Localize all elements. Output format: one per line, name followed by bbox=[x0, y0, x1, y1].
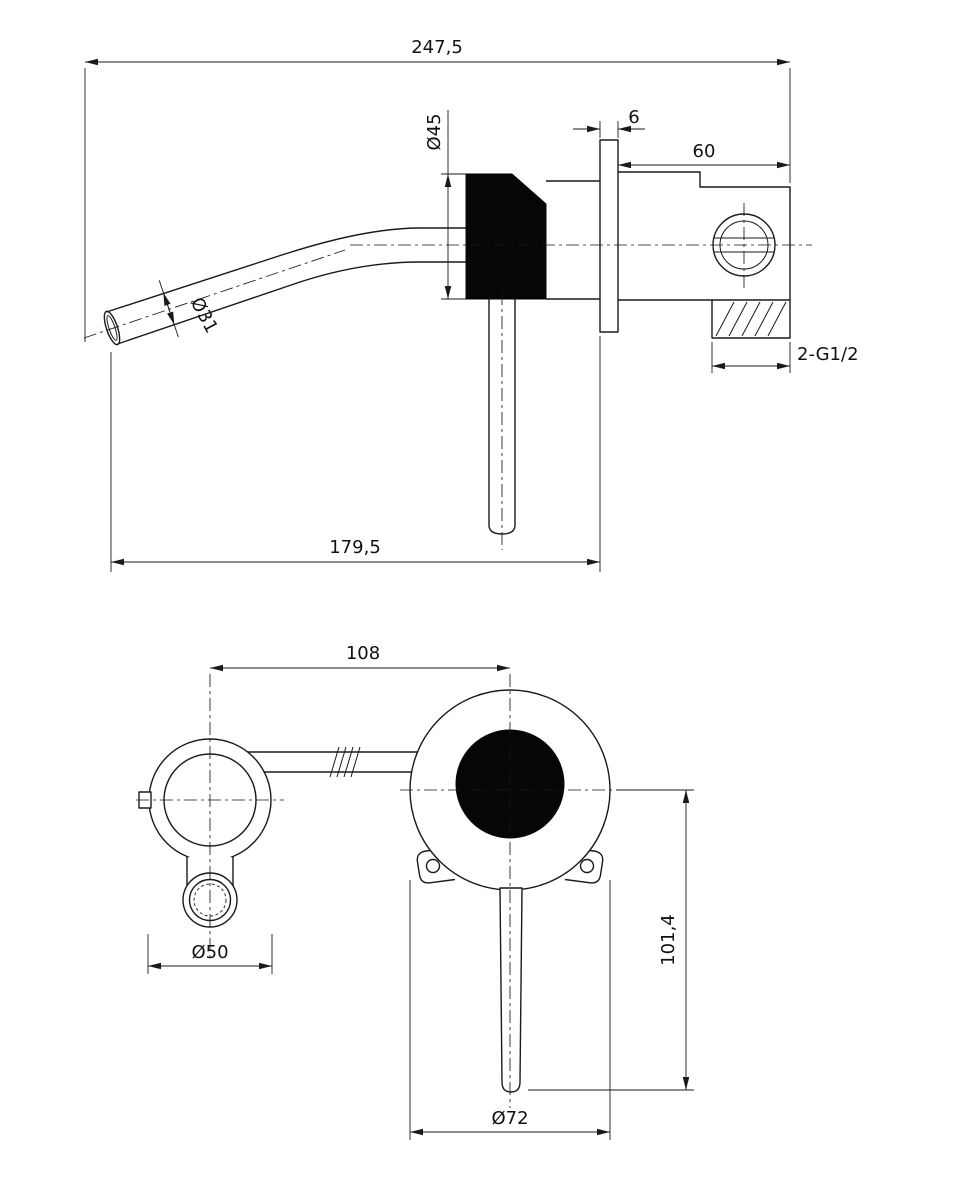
pipe-thread-marks bbox=[329, 746, 361, 778]
dim-overall-depth: 247,5 bbox=[84, 37, 791, 342]
dim-overall-depth-label: 247,5 bbox=[411, 37, 463, 58]
front-view: 108 Ø50 101,4 Ø72 bbox=[136, 643, 694, 1140]
dim-inlet-thread: 2-G1/2 bbox=[711, 342, 859, 373]
dim-mixer-escutcheon: Ø72 bbox=[409, 880, 611, 1140]
spout-flange bbox=[465, 173, 547, 300]
dim-valve-depth-label: 60 bbox=[693, 141, 716, 162]
mounting-bracket-right bbox=[564, 847, 604, 884]
mounting-bracket-left bbox=[416, 847, 456, 884]
front-view-centerlines bbox=[136, 674, 620, 1108]
valve-body bbox=[618, 171, 791, 339]
dim-spout-escutcheon-label: Ø50 bbox=[191, 942, 228, 963]
side-view-centerlines bbox=[83, 203, 812, 550]
dim-center-distance-label: 108 bbox=[346, 643, 380, 664]
handle-lever bbox=[499, 887, 523, 1093]
spout-tip-face bbox=[103, 310, 121, 346]
dim-valve-depth: 60 bbox=[618, 141, 790, 169]
dim-flange-diameter: Ø45 bbox=[424, 110, 466, 300]
thread-hatch bbox=[715, 301, 787, 337]
dim-handle-drop-label: 101,4 bbox=[658, 914, 679, 966]
dim-spout-escutcheon: Ø50 bbox=[147, 934, 273, 974]
dim-flange-diameter-label: Ø45 bbox=[424, 113, 445, 150]
spout-side bbox=[103, 227, 466, 346]
flange-sleeve bbox=[546, 180, 600, 300]
dim-center-distance: 108 bbox=[210, 643, 510, 672]
screw-hole-right bbox=[579, 858, 595, 874]
dim-wall-plate-thickness: 6 bbox=[573, 107, 645, 138]
dim-handle-drop: 101,4 bbox=[528, 789, 694, 1091]
dim-spout-tube-diameter-label: Ø31 bbox=[186, 294, 222, 337]
side-view: 247,5 Ø45 6 60 Ø31 bbox=[83, 37, 859, 572]
dim-wall-plate-thickness-label: 6 bbox=[628, 107, 639, 128]
connecting-pipe bbox=[240, 746, 420, 778]
dim-spout-tube-diameter: Ø31 bbox=[158, 280, 222, 338]
dim-mixer-escutcheon-label: Ø72 bbox=[491, 1108, 528, 1129]
dim-inlet-thread-label: 2-G1/2 bbox=[797, 344, 859, 365]
dim-spout-projection: 179,5 bbox=[110, 336, 601, 572]
wall-plate bbox=[599, 139, 619, 333]
screw-hole-left bbox=[425, 858, 441, 874]
spout-front bbox=[138, 738, 272, 928]
dim-spout-projection-label: 179,5 bbox=[329, 537, 381, 558]
